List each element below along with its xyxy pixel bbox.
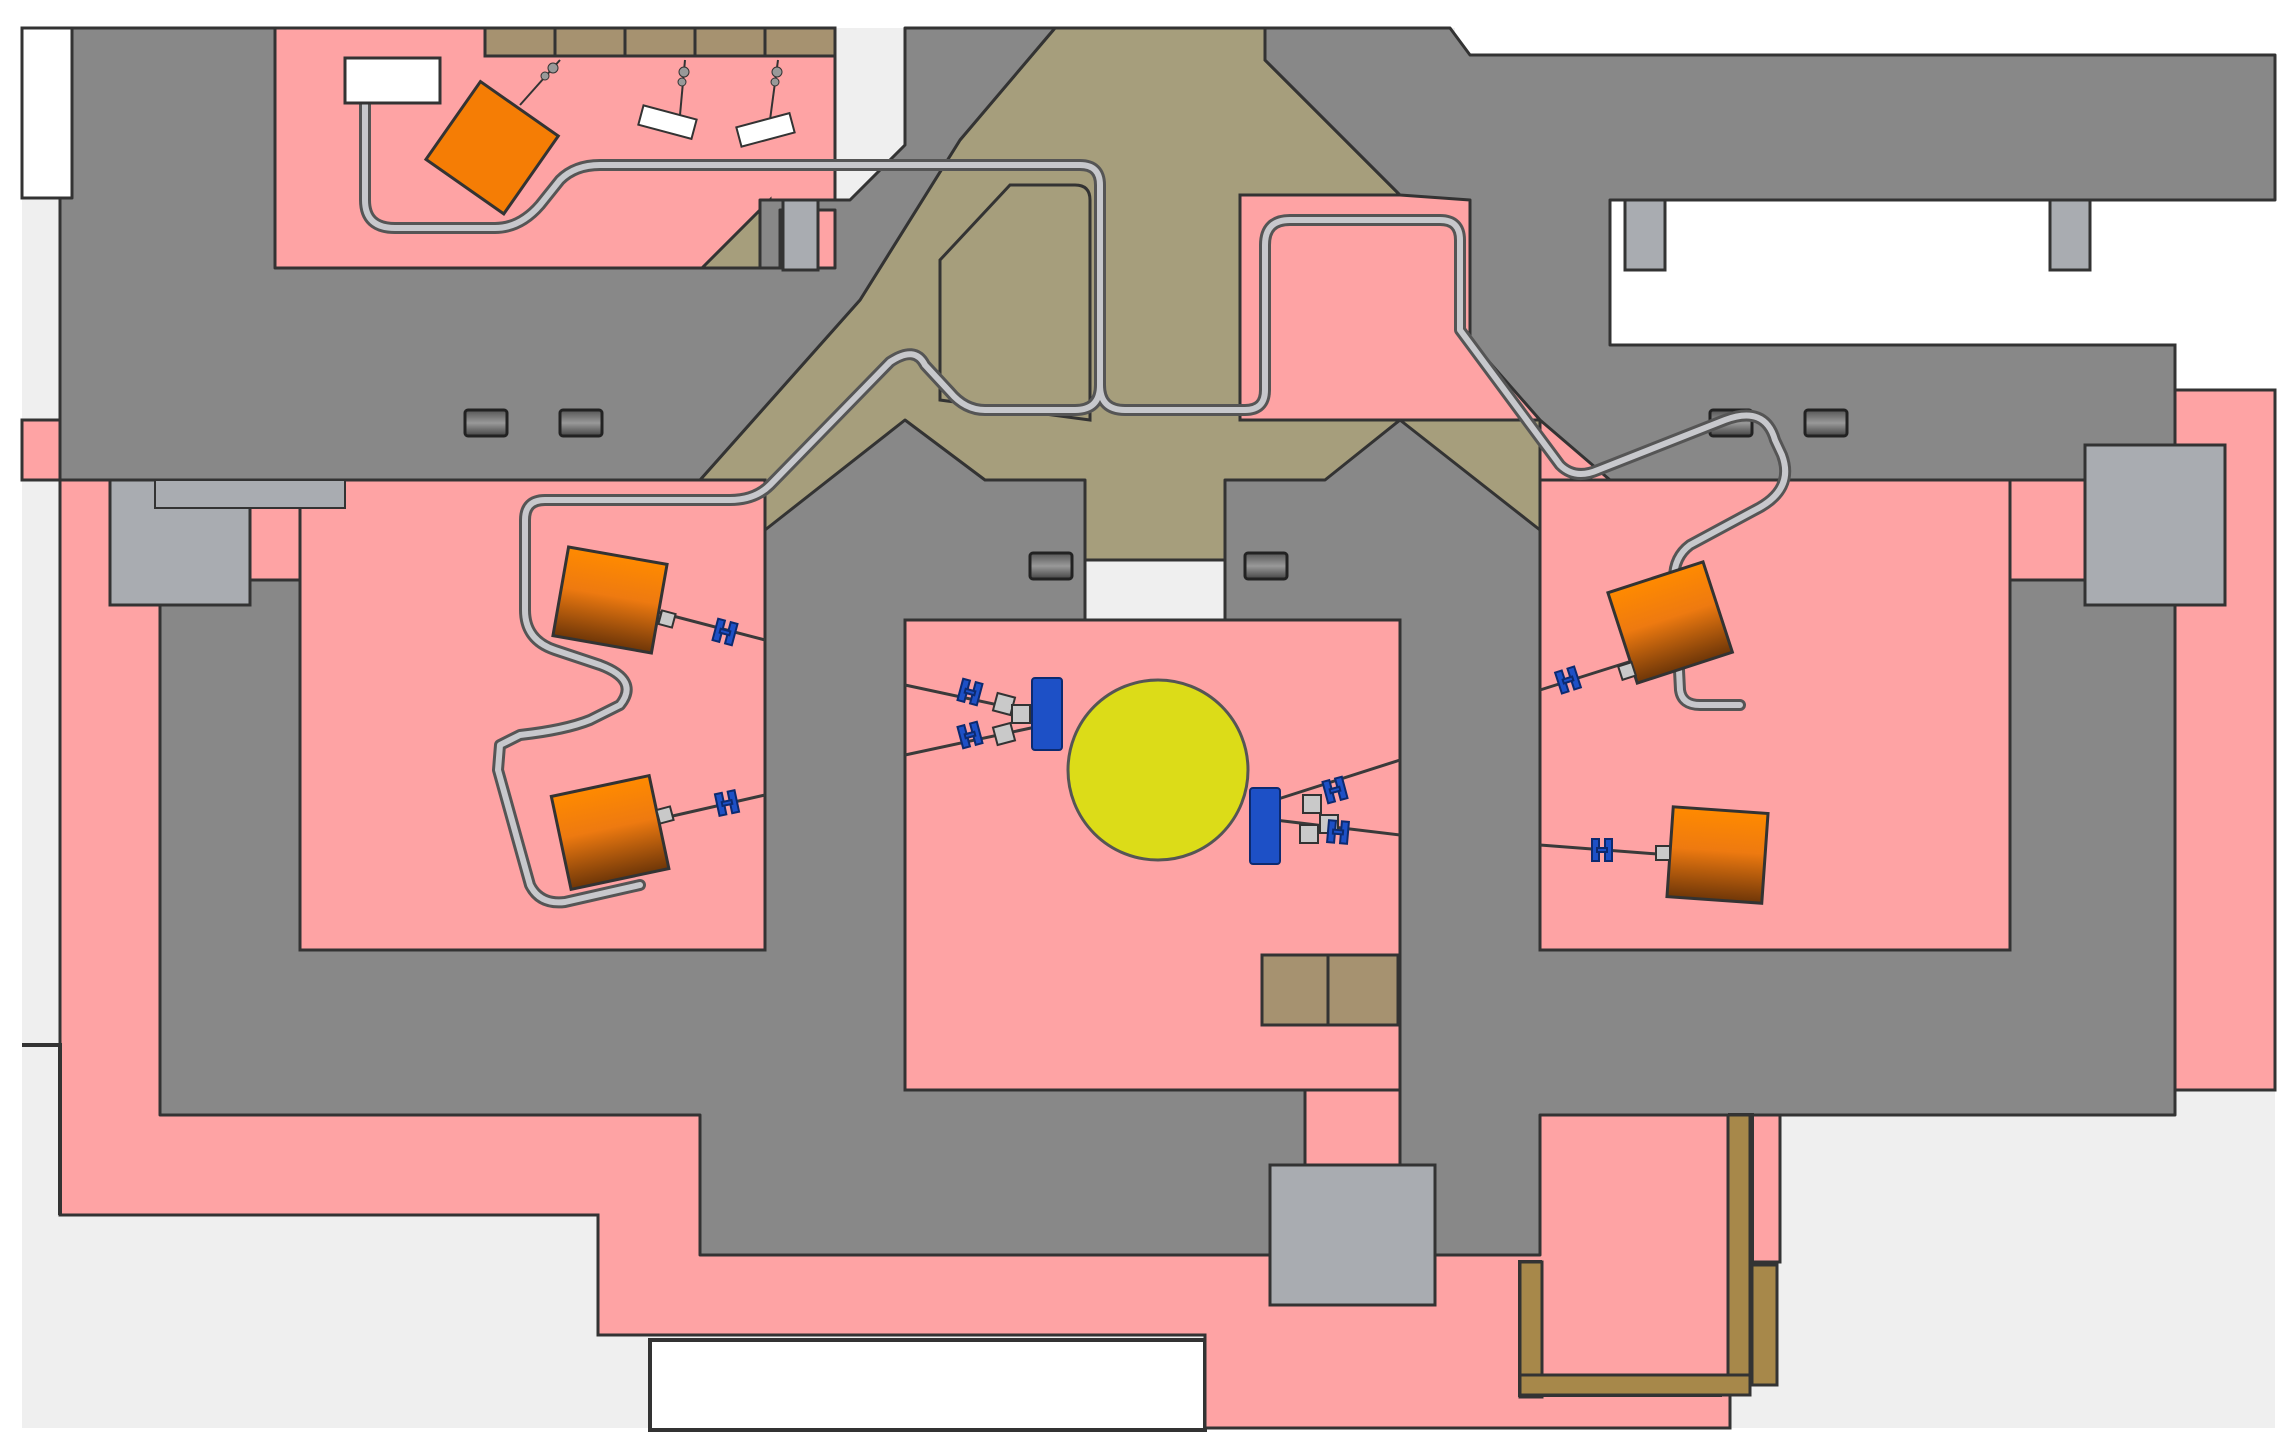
wall-penetration-slot <box>1803 408 1849 438</box>
quadrupoles <box>711 617 1613 865</box>
wall-penetration-slot <box>558 408 604 438</box>
quadrupole-doublet <box>1321 775 1349 805</box>
steel-plate-bottom <box>1268 1163 1437 1307</box>
dipole-magnet-box <box>1606 559 1735 685</box>
quadrupole-large-right <box>1249 787 1281 865</box>
steel-post-top-left <box>781 198 820 272</box>
dipole-magnet-box <box>549 773 671 892</box>
cryostat-box <box>343 56 442 105</box>
vacuum-tubes <box>359 79 1792 909</box>
top-left-equipment <box>423 59 796 216</box>
quadrupole-doublet <box>1325 819 1351 845</box>
target-sphere <box>1066 678 1250 862</box>
quadrupole-doublet <box>956 720 984 750</box>
quadrupole-doublet <box>713 788 741 818</box>
steel-plate-right <box>2083 443 2227 607</box>
quadrupole-doublet <box>1591 838 1613 862</box>
shield-top-right <box>1263 26 2277 482</box>
ochre-wall-section-d <box>1750 1263 1779 1387</box>
support-blocks <box>483 26 1400 1027</box>
wall-penetration-slot <box>1243 551 1289 581</box>
steel-plates <box>108 198 2227 1307</box>
quadrupole-doublet <box>1553 665 1583 695</box>
ochre-wall-section-a <box>1726 1113 1752 1387</box>
quadrupole-large-left <box>1031 677 1063 751</box>
dipole-magnets <box>549 545 1770 905</box>
wall-penetration-slot <box>463 408 509 438</box>
quadrupole-doublet <box>711 617 739 647</box>
ochre-wall-section-b <box>1518 1260 1544 1399</box>
ochre-wall-section-c <box>1518 1373 1752 1397</box>
steel-post-top-right-a <box>1623 198 1667 272</box>
penetration-slots <box>463 408 1849 581</box>
quadrupole-doublet <box>956 677 984 707</box>
room-right <box>1538 478 2012 952</box>
steel-post-top-right-b <box>2048 198 2092 272</box>
block-center-a <box>1260 953 1330 1027</box>
wall-penetration-slot <box>1028 551 1074 581</box>
dipole-magnet-box <box>423 79 561 216</box>
controlled-area-left-edge <box>22 1043 62 1215</box>
flanges <box>655 609 1671 861</box>
block-center-b <box>1326 953 1400 1027</box>
dipole-magnet-box <box>551 545 669 655</box>
concrete-shielding <box>58 26 2277 1257</box>
dipole-magnet-box <box>1665 805 1770 905</box>
